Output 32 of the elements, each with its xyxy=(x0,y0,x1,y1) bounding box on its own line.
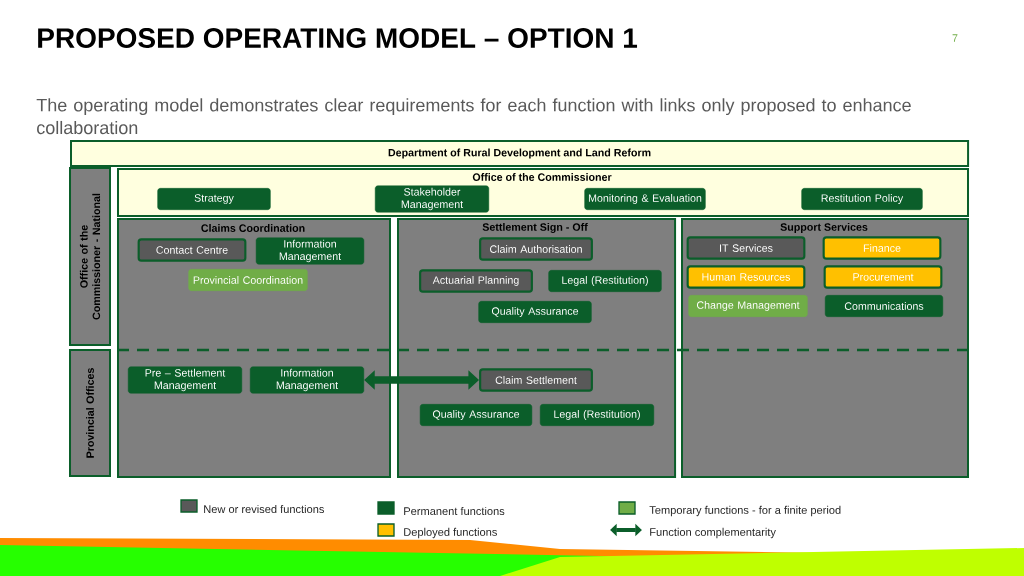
function-box: Information Management xyxy=(255,237,365,265)
function-box: Claim Authorisation xyxy=(479,237,593,261)
function-box: Monitoring & Evaluation xyxy=(584,188,706,210)
function-box: Quality Assurance xyxy=(419,404,533,426)
function-box: Procurement xyxy=(823,265,943,289)
function-box: Pre – Settlement Management xyxy=(127,366,243,394)
function-box: Provincial Coordination xyxy=(188,269,308,291)
function-box: Strategy xyxy=(157,188,271,210)
function-box: Change Management xyxy=(688,295,808,317)
side-label-box: Provincial Offices xyxy=(69,349,111,477)
legend-text: Permanent functions xyxy=(404,506,505,516)
function-box: Claim Settlement xyxy=(479,368,593,392)
function-box: Finance xyxy=(822,236,942,260)
function-box: IT Services xyxy=(686,236,806,260)
legend-text: New or revised functions xyxy=(204,504,324,514)
function-box: Actuarial Planning xyxy=(419,269,533,293)
function-box: Contact Centre xyxy=(137,238,247,262)
legend-text: Temporary functions - for a finite period xyxy=(649,505,841,517)
function-box: Restitution Policy xyxy=(801,188,923,210)
function-box: Legal (Restitution) xyxy=(539,404,655,426)
side-label-box: Office of the Commissioner - National xyxy=(69,166,111,347)
subtitle: The operating model demonstrates clear requirements for each function with links only proposed to enhance collaboration xyxy=(36,98,911,135)
legend-text: Deployed functions xyxy=(404,527,497,539)
title: PROPOSED OPERATING MODEL – OPTION 1 xyxy=(38,28,638,48)
function-box: Quality Assurance xyxy=(478,301,592,323)
function-box: Human Resources xyxy=(686,265,806,289)
header-bar: Department of Rural Development and Land Reform xyxy=(70,140,970,168)
function-box: Stakeholder Management xyxy=(374,185,490,213)
function-box: Legal (Restitution) xyxy=(548,270,662,292)
legend-text: Function complementarity xyxy=(650,527,776,539)
page-number: 7 xyxy=(952,34,958,42)
function-box: Communications xyxy=(824,295,944,317)
